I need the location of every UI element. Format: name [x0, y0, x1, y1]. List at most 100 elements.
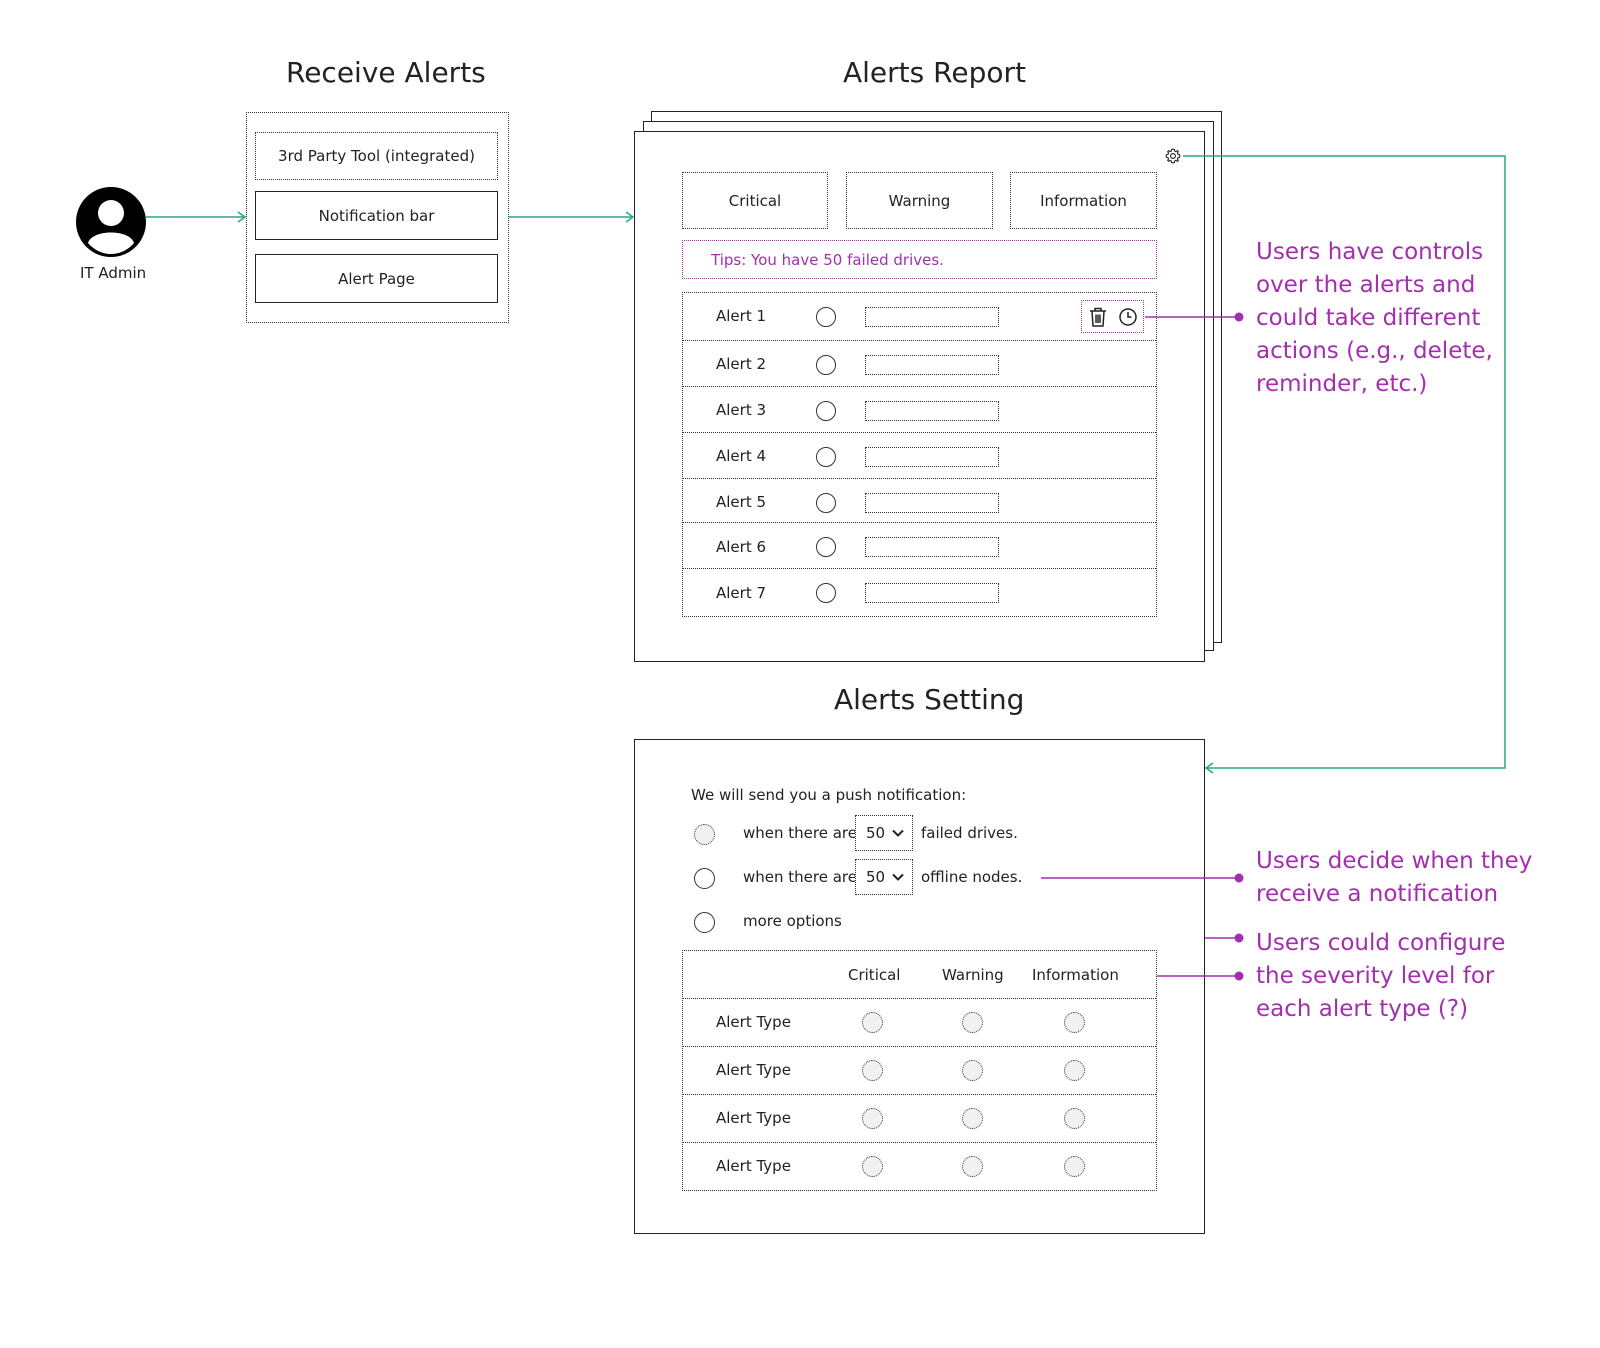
more-options-label[interactable]: more options: [743, 912, 842, 930]
tab-label: Information: [1040, 191, 1127, 210]
severity-radio-information[interactable]: [1064, 1156, 1085, 1177]
note-line: actions (e.g., delete,: [1256, 338, 1493, 364]
severity-radio-warning[interactable]: [962, 1012, 983, 1033]
select-value: 50: [866, 824, 886, 842]
option-radio-failed-drives[interactable]: [694, 824, 715, 845]
alert-label: Alert 1: [716, 307, 767, 325]
note-line: could take different: [1256, 305, 1481, 331]
alert-type-label: Alert Type: [716, 1013, 791, 1031]
row-divider: [683, 998, 1156, 999]
alert-label: Alert 3: [716, 401, 767, 419]
severity-radio-critical[interactable]: [862, 1060, 883, 1081]
alert-label: Alert 5: [716, 493, 767, 511]
note-dot: [1234, 971, 1244, 981]
severity-radio-critical[interactable]: [862, 1012, 883, 1033]
option-suffix: offline nodes.: [921, 868, 1023, 886]
alert-type-label: Alert Type: [716, 1109, 791, 1127]
alert-field[interactable]: [865, 537, 999, 557]
note-line: reminder, etc.): [1256, 371, 1428, 397]
tab-label: Critical: [728, 191, 782, 210]
trash-icon[interactable]: [1088, 306, 1108, 328]
note-line: Users have controls: [1256, 239, 1484, 265]
severity-radio-information[interactable]: [1064, 1060, 1085, 1081]
note-line: over the alerts and: [1256, 272, 1476, 298]
option-prefix: when there are: [743, 824, 857, 842]
option-prefix: when there are: [743, 868, 857, 886]
note-dot: [1234, 312, 1244, 322]
alert-field[interactable]: [865, 401, 999, 421]
alert-radio[interactable]: [816, 493, 836, 513]
row-divider: [683, 1094, 1156, 1095]
alert-label: Alert 2: [716, 355, 767, 373]
gear-to-setting-arrow: [1183, 155, 1506, 769]
severity-radio-information[interactable]: [1064, 1012, 1085, 1033]
row-divider: [683, 478, 1156, 479]
alerts-setting-title: Alerts Setting: [834, 683, 1025, 716]
receive-item-alert-page[interactable]: Alert Page: [255, 254, 498, 303]
alert-radio[interactable]: [816, 401, 836, 421]
receive-item-label: 3rd Party Tool (integrated): [278, 147, 475, 165]
alert-type-label: Alert Type: [716, 1157, 791, 1175]
alert-radio[interactable]: [816, 583, 836, 603]
note-line: Users decide when they: [1256, 848, 1533, 874]
alert-field[interactable]: [865, 307, 999, 327]
note-decide: Users decide when they receive a notific…: [1256, 845, 1532, 911]
alert-field[interactable]: [865, 447, 999, 467]
row-divider: [683, 568, 1156, 569]
option-radio-more-options[interactable]: [694, 912, 715, 933]
tip-banner: Tips: You have 50 failed drives.: [682, 240, 1157, 279]
tab-label: Warning: [888, 191, 951, 210]
severity-radio-information[interactable]: [1064, 1108, 1085, 1129]
row-divider: [683, 340, 1156, 341]
alert-radio[interactable]: [816, 447, 836, 467]
tab-information[interactable]: Information: [1010, 172, 1157, 229]
note-controls: Users have controls over the alerts and …: [1256, 236, 1493, 401]
receive-item-label: Notification bar: [318, 206, 435, 225]
alert-type-label: Alert Type: [716, 1061, 791, 1079]
alert-field[interactable]: [865, 355, 999, 375]
gear-icon[interactable]: [1164, 147, 1182, 165]
alert-field[interactable]: [865, 583, 999, 603]
severity-radio-warning[interactable]: [962, 1060, 983, 1081]
note-line: Users could configure: [1256, 930, 1506, 956]
severity-radio-critical[interactable]: [862, 1108, 883, 1129]
alert-radio[interactable]: [816, 355, 836, 375]
alert-field[interactable]: [865, 493, 999, 513]
option-radio-offline-nodes[interactable]: [694, 868, 715, 889]
row-divider: [683, 1046, 1156, 1047]
note-line: the severity level for: [1256, 963, 1495, 989]
offline-nodes-select[interactable]: 50: [855, 859, 913, 895]
select-value: 50: [866, 868, 886, 886]
severity-radio-warning[interactable]: [962, 1108, 983, 1129]
severity-radio-warning[interactable]: [962, 1156, 983, 1177]
receive-item-3rd-party[interactable]: 3rd Party Tool (integrated): [255, 132, 498, 180]
severity-radio-critical[interactable]: [862, 1156, 883, 1177]
alert-actions: [1081, 300, 1144, 333]
clock-icon[interactable]: [1118, 307, 1138, 327]
tab-critical[interactable]: Critical: [682, 172, 828, 229]
user-avatar-icon: [76, 187, 146, 257]
tip-text: Tips: You have 50 failed drives.: [711, 251, 944, 269]
column-header-information: Information: [1032, 966, 1119, 984]
setting-intro: We will send you a push notification:: [691, 786, 967, 804]
chevron-down-icon: [891, 824, 905, 842]
note-line: each alert type (?): [1256, 996, 1469, 1022]
column-header-warning: Warning: [942, 966, 1004, 984]
row-divider: [683, 522, 1156, 523]
note-configure: Users could configure the severity level…: [1256, 927, 1505, 1026]
row-divider: [683, 432, 1156, 433]
row-divider: [683, 1142, 1156, 1143]
option-suffix: failed drives.: [921, 824, 1018, 842]
alert-radio[interactable]: [816, 537, 836, 557]
column-header-critical: Critical: [848, 966, 901, 984]
receive-item-notification-bar[interactable]: Notification bar: [255, 191, 498, 240]
tab-warning[interactable]: Warning: [846, 172, 993, 229]
row-divider: [683, 386, 1156, 387]
note-dot: [1234, 873, 1244, 883]
note-line: receive a notification: [1256, 881, 1499, 907]
receive-alerts-title: Receive Alerts: [286, 56, 486, 89]
alert-radio[interactable]: [816, 307, 836, 327]
failed-drives-select[interactable]: 50: [855, 815, 913, 851]
alert-label: Alert 6: [716, 538, 767, 556]
